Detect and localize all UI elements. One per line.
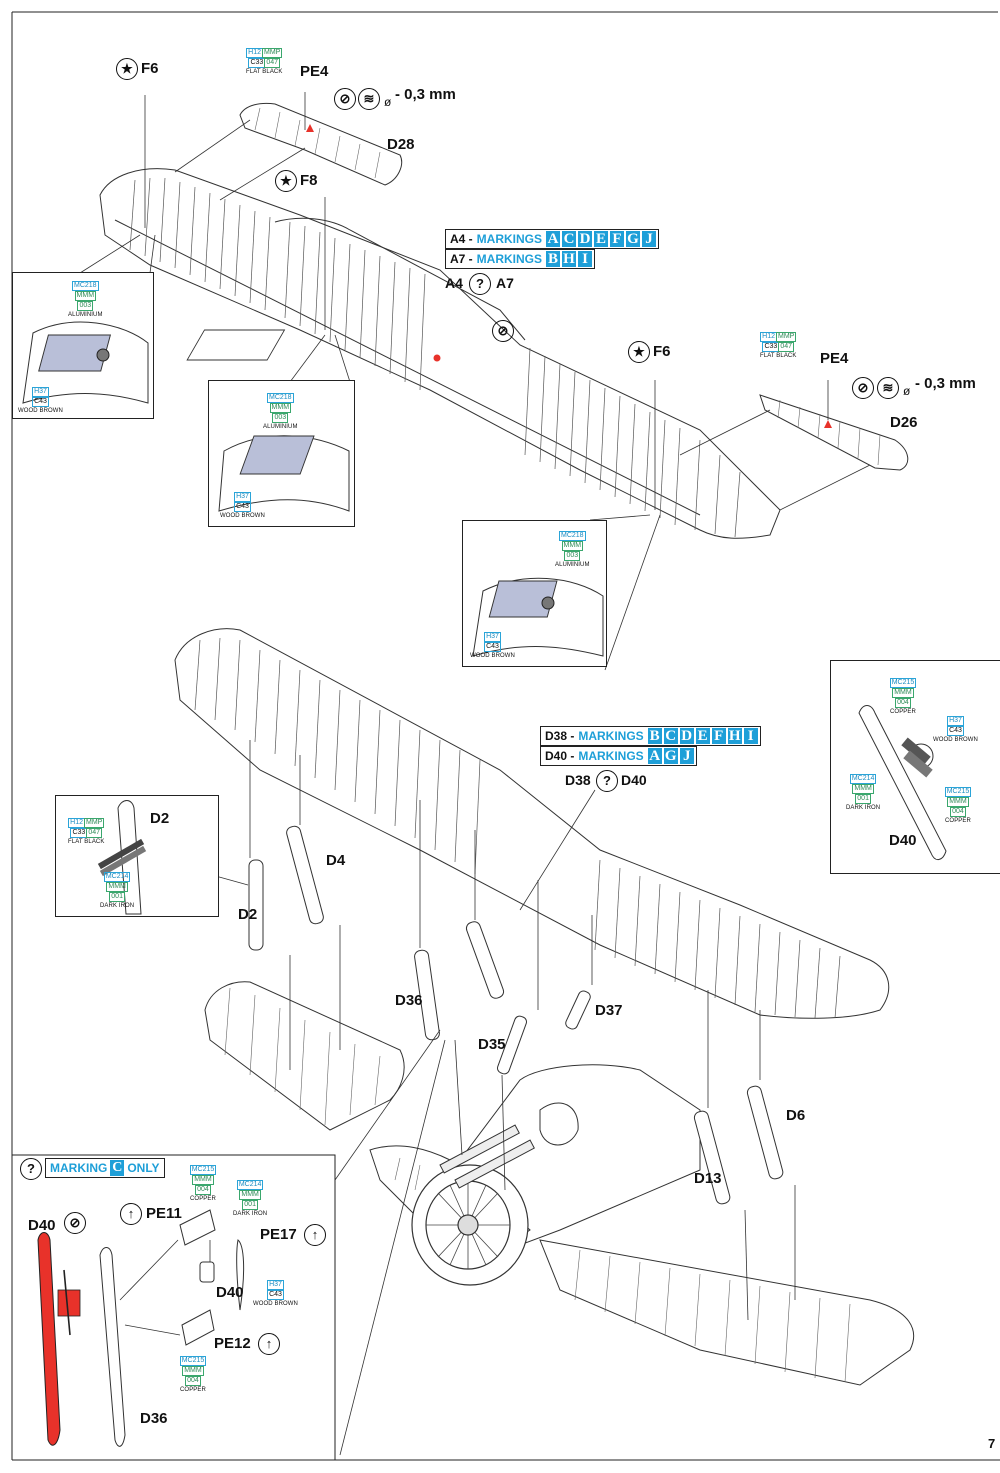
part-d6: D6 bbox=[786, 1107, 806, 1124]
bend-up-icon: ↑ bbox=[304, 1224, 326, 1246]
paint-wood-brown-4: H37 C43 WOOD BROWN bbox=[933, 716, 978, 743]
no-glue-icon: ⊘ bbox=[492, 320, 514, 342]
paint-copper-2: MC215 MMM 004 COPPER bbox=[944, 787, 972, 824]
part-d36-bottom: D36 bbox=[140, 1410, 168, 1427]
drill-diameter-right: ø bbox=[903, 384, 911, 398]
lower-wing-left bbox=[204, 981, 405, 1131]
no-glue-icon: ⊘ bbox=[334, 88, 356, 110]
paint-aluminium-1: MC218 MMM 003 ALUMINIUM bbox=[68, 281, 103, 318]
star-icon: ★ bbox=[116, 58, 138, 80]
red-strut-d40 bbox=[37, 1232, 81, 1446]
drill-size-top: - 0,3 mm bbox=[395, 86, 456, 103]
bend-icon: ≋ bbox=[358, 88, 380, 110]
part-f6-top: F6 bbox=[141, 60, 159, 77]
star-icon: ★ bbox=[275, 170, 297, 192]
part-d37: D37 bbox=[595, 1002, 623, 1019]
part-d2-detail: D2 bbox=[150, 810, 170, 827]
small-parts bbox=[179, 1209, 245, 1346]
part-d40-red: D40 bbox=[28, 1217, 56, 1234]
question-icon: ? bbox=[469, 273, 491, 295]
label-a4: A4 bbox=[445, 275, 463, 291]
aileron-d26 bbox=[759, 394, 909, 471]
part-d40-detail: D40 bbox=[889, 832, 917, 849]
detail-panel-d40 bbox=[830, 660, 1000, 874]
part-d35: D35 bbox=[478, 1036, 506, 1053]
paint-dark-iron-3: MC214 MMM 001 DARK IRON bbox=[233, 1180, 268, 1217]
lower-wing-upper bbox=[174, 628, 890, 1019]
bend-up-icon: ↑ bbox=[258, 1333, 280, 1355]
part-pe4-right: PE4 bbox=[820, 350, 849, 367]
page-number: 7 bbox=[988, 1436, 996, 1451]
paint-wood-brown-2: H37 C43 WOOD BROWN bbox=[220, 492, 265, 519]
no-glue-icon: ⊘ bbox=[64, 1212, 86, 1234]
strut-d36-bottom bbox=[99, 1247, 126, 1447]
part-f8: F8 bbox=[300, 172, 318, 189]
red-attachment-point bbox=[433, 354, 441, 362]
part-d2: D2 bbox=[238, 906, 258, 923]
paint-copper-4: MC215 MMM 004 COPPER bbox=[179, 1356, 207, 1393]
no-glue-icon: ⊘ bbox=[852, 377, 874, 399]
part-pe11: PE11 bbox=[146, 1205, 182, 1222]
label-d40: D40 bbox=[621, 772, 647, 788]
question-icon: ? bbox=[20, 1158, 42, 1180]
bend-up-icon: ↑ bbox=[120, 1203, 142, 1225]
part-pe12: PE12 bbox=[214, 1335, 251, 1352]
struts bbox=[248, 825, 784, 1205]
upper-wing bbox=[99, 168, 781, 539]
drill-size-right: - 0,3 mm bbox=[915, 375, 976, 392]
paint-dark-iron-1: MC214 MMM 001 DARK IRON bbox=[846, 774, 881, 811]
part-d13: D13 bbox=[694, 1170, 722, 1187]
part-d40-bottom: D40 bbox=[216, 1284, 244, 1301]
star-icon: ★ bbox=[628, 341, 650, 363]
label-a7: A7 bbox=[496, 275, 514, 291]
part-pe17: PE17 bbox=[260, 1226, 297, 1243]
paint-copper-3: MC215 MMM 004 COPPER bbox=[189, 1165, 217, 1202]
paint-wood-brown-1: H37 C43 WOOD BROWN bbox=[18, 387, 63, 414]
detail-panel-d2 bbox=[55, 795, 219, 917]
part-d28: D28 bbox=[387, 136, 415, 153]
engine-cowling bbox=[411, 1164, 529, 1286]
question-icon: ? bbox=[596, 770, 618, 792]
marking-c-only: MARKING C ONLY bbox=[45, 1158, 165, 1178]
part-d36: D36 bbox=[395, 992, 423, 1009]
label-d38: D38 bbox=[565, 772, 591, 788]
drill-diameter-top: ø bbox=[384, 95, 392, 109]
bend-icon: ≋ bbox=[877, 377, 899, 399]
paint-copper-1: MC215 MMM 004 COPPER bbox=[889, 678, 917, 715]
paint-wood-brown-5: H37 C43 WOOD BROWN bbox=[253, 1280, 298, 1307]
aileron-d28 bbox=[239, 102, 403, 186]
paint-aluminium-3: MC218 MMM 003 ALUMINIUM bbox=[555, 531, 590, 568]
part-d26: D26 bbox=[890, 414, 918, 431]
paint-wood-brown-3: H37 C43 WOOD BROWN bbox=[470, 632, 515, 659]
part-pe4-top: PE4 bbox=[300, 63, 329, 80]
part-d4: D4 bbox=[326, 852, 346, 869]
detail-panel-left-wingtip bbox=[12, 272, 154, 419]
paint-aluminium-2: MC218 MMM 003 ALUMINIUM bbox=[263, 393, 298, 430]
detail-panel-center-wing bbox=[208, 380, 355, 527]
part-f6-right: F6 bbox=[653, 343, 671, 360]
machine-guns bbox=[439, 1124, 535, 1189]
paint-dark-iron-d2: MC214 MMM 001 DARK IRON bbox=[100, 872, 135, 909]
